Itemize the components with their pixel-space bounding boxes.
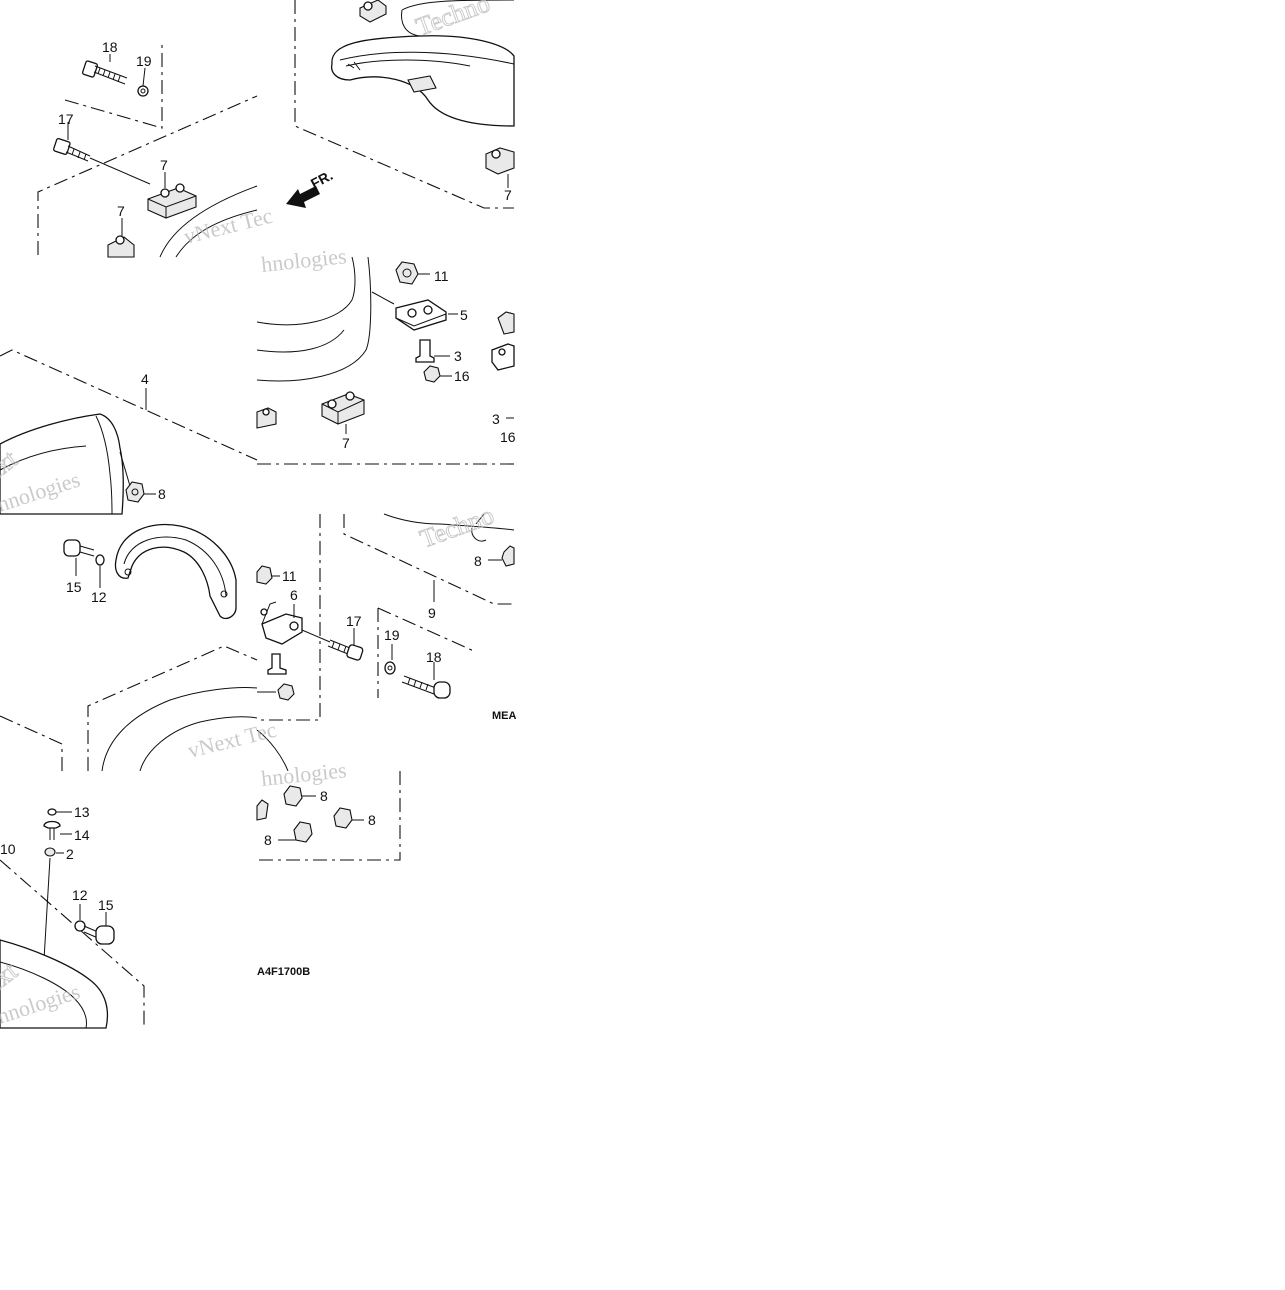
bracket-5-icon: [395, 299, 447, 331]
washer-12-icon: [95, 554, 105, 566]
tile-lower-center: [256, 513, 515, 772]
collar-3-icon: [415, 339, 435, 363]
diagram-code-fragment: A4F1700B: [257, 966, 310, 978]
callout-19: 19: [136, 53, 152, 69]
callout-7: 7: [504, 187, 512, 203]
callout-16: 16: [500, 429, 516, 445]
callout-15: 15: [66, 579, 82, 595]
tile-bottom-center: [256, 771, 401, 861]
cap-13-icon: [47, 808, 57, 816]
washer-12-icon: [74, 920, 86, 932]
callout-8: 8: [368, 812, 376, 828]
callout-10: 10: [0, 841, 16, 857]
nut-8-icon: [125, 481, 145, 503]
callout-2: 2: [66, 846, 74, 862]
callout-8: 8: [264, 832, 272, 848]
callout-3: 3: [492, 411, 500, 427]
callout-15: 15: [98, 897, 114, 913]
nut-8-icon: [293, 821, 313, 843]
callout-9: 9: [428, 605, 436, 621]
callout-6: 6: [290, 587, 298, 603]
callout-4: 4: [141, 371, 149, 387]
callout-8: 8: [474, 553, 482, 569]
nut-16-icon: [277, 683, 295, 701]
washer-19-icon: [384, 661, 396, 675]
tile-top-middle: [286, 0, 515, 209]
bolt-15-icon: [63, 539, 95, 557]
washer-2-icon: [44, 847, 56, 857]
bolt-17-icon: [53, 138, 91, 162]
nut-11-icon: [256, 565, 273, 585]
bolt-18-icon: [401, 675, 451, 699]
tile-bottom-left: [0, 808, 145, 1029]
grab-rail-icon: [114, 523, 237, 620]
rubber-pad-icon: [321, 391, 365, 425]
callouts: 18 19 17 7 7 7 11 5 3 16 4 3 16 7 8 8 11…: [0, 39, 516, 913]
bolt-17-icon: [327, 639, 364, 661]
screw-14-icon: [43, 820, 61, 840]
collar-3-icon: [267, 653, 287, 675]
callout-12: 12: [91, 589, 107, 605]
tile-top-left: [37, 40, 258, 258]
nut-11-icon: [395, 261, 419, 285]
nut-16-icon: [423, 365, 441, 383]
callout-19: 19: [384, 627, 400, 643]
callout-8: 8: [158, 486, 166, 502]
tile-middle-center: [256, 256, 515, 465]
direction-label: FR.: [308, 167, 335, 192]
callout-3: 3: [454, 348, 462, 364]
rubber-pad-icon: [147, 183, 197, 219]
callout-14: 14: [74, 827, 90, 843]
callout-7: 7: [160, 157, 168, 173]
callout-18: 18: [426, 649, 442, 665]
callout-8: 8: [320, 788, 328, 804]
callout-11: 11: [434, 268, 449, 284]
washer-19-icon: [137, 85, 149, 97]
nut-8-icon: [283, 785, 303, 807]
front-direction-arrow-icon: [286, 186, 320, 208]
rubber-pad-icon: [107, 235, 135, 258]
svg-text:vNext Tec: vNext Tec: [181, 203, 275, 249]
callout-5: 5: [460, 307, 468, 323]
callout-11: 11: [282, 568, 297, 584]
tile-middle-left: [0, 349, 258, 515]
svg-text:Techno: Techno: [412, 0, 493, 42]
nut-8-icon: [333, 807, 353, 829]
callout-16: 16: [454, 368, 470, 384]
callout-7: 7: [342, 435, 350, 451]
bracket-5-icon: [491, 311, 515, 371]
bolt-15-icon: [83, 925, 115, 945]
svg-text:vNext Tec: vNext Tec: [185, 717, 279, 763]
callout-17: 17: [58, 111, 74, 127]
callout-18: 18: [102, 39, 118, 55]
callout-13: 13: [74, 804, 90, 820]
svg-text:Techno: Techno: [416, 500, 497, 553]
svg-text:hnologies: hnologies: [260, 243, 348, 277]
rubber-pad-icon: [359, 0, 387, 23]
tile-lower-left: [0, 523, 258, 772]
callout-12: 12: [72, 887, 88, 903]
rubber-pad-icon: [256, 407, 277, 429]
callout-7: 7: [117, 203, 125, 219]
diagram-code-fragment: MEA: [492, 710, 517, 722]
bracket-6-icon: [260, 601, 303, 645]
callout-17: 17: [346, 613, 362, 629]
rubber-pad-icon: [485, 147, 515, 175]
bolt-18-icon: [82, 60, 128, 85]
svg-text:hnologies: hnologies: [260, 757, 348, 791]
nut-8-icon: [501, 545, 515, 567]
nut-8-icon: [256, 799, 269, 821]
